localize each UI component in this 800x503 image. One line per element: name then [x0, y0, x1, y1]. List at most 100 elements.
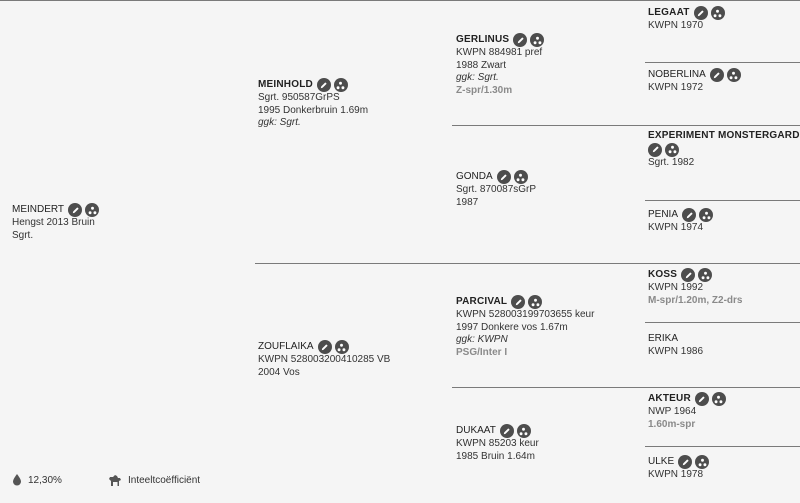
horse-info: Sgrt. 870087sGrP — [456, 184, 537, 195]
horse-experiment-monstergard: EXPERIMENT MONSTERGARD Sgrt. 1982 — [648, 130, 800, 169]
horse-gonda: GONDA Sgrt. 870087sGrP 1987 — [456, 170, 536, 209]
horse-dukaat: DUKAAT KWPN 85203 keur 1985 Bruin 1.64m — [456, 424, 539, 463]
horse-info: 1988 Zwart — [456, 59, 507, 71]
horse-noberlina: NOBERLINA KWPN 1972 — [648, 68, 744, 95]
family-tree-icon[interactable] — [528, 295, 543, 309]
divider-line — [0, 0, 800, 1]
family-tree-icon[interactable] — [85, 203, 100, 217]
horse-zouflaika: ZOUFLAIKA KWPN 528003200410285 VB 2004 V… — [258, 340, 390, 379]
family-tree-icon[interactable] — [516, 424, 531, 438]
pencil-icon[interactable] — [317, 340, 332, 354]
pencil-icon[interactable] — [694, 392, 709, 406]
horse-info: Hengst 2013 Bruin — [12, 217, 95, 228]
horse-name[interactable]: MEINHOLD — [258, 78, 313, 90]
pencil-icon[interactable] — [648, 142, 662, 157]
horse-name[interactable]: DUKAAT — [456, 424, 496, 436]
horse-info: KWPN 85203 keur — [456, 438, 539, 449]
inbreeding-stat[interactable]: Inteeltcoëfficiënt — [108, 474, 200, 487]
pencil-icon[interactable] — [693, 6, 708, 20]
divider-line — [645, 446, 800, 447]
horse-legaat: LEGAAT KWPN 1970 — [648, 6, 728, 33]
horse-ulke: ULKE KWPN 1978 — [648, 455, 712, 482]
family-tree-icon[interactable] — [530, 33, 545, 47]
horse-koss: KOSS KWPN 1992 M-spr/1.20m, Z2-drs — [648, 268, 742, 307]
divider-line — [255, 263, 800, 264]
horse-info: KWPN 1970 — [648, 20, 704, 31]
horse-erika: ERIKA KWPN 1986 — [648, 333, 703, 358]
horse-sport: PSG/Inter I — [456, 346, 508, 358]
horse-meinhold: MEINHOLD Sgrt. 950587GrPS 1995 Donkerbru… — [258, 78, 368, 130]
pencil-icon[interactable] — [511, 295, 526, 309]
family-tree-icon[interactable] — [665, 142, 679, 157]
horse-name[interactable]: GONDA — [456, 170, 493, 182]
horse-name[interactable]: ULKE — [648, 455, 675, 467]
horse-name[interactable]: GERLINUS — [456, 33, 510, 45]
family-tree-icon[interactable] — [695, 455, 710, 469]
family-tree-icon[interactable] — [698, 268, 713, 282]
horse-info: NWP 1964 — [648, 406, 697, 417]
percentage-stat: 12,30% — [12, 474, 62, 486]
horse-name[interactable]: NOBERLINA — [648, 68, 706, 80]
pencil-icon[interactable] — [678, 455, 693, 469]
divider-line — [645, 62, 800, 63]
horse-info: KWPN 884981 pref — [456, 47, 543, 58]
horse-info: KWPN 1978 — [648, 469, 704, 480]
pencil-icon[interactable] — [681, 268, 696, 282]
horse-name[interactable]: ERIKA — [648, 333, 679, 344]
horse-parcival: PARCIVAL KWPN 528003199703655 keur 1997 … — [456, 295, 594, 359]
pencil-icon[interactable] — [709, 68, 724, 82]
divider-line — [645, 322, 800, 323]
pencil-icon[interactable] — [496, 170, 511, 184]
family-tree-icon[interactable] — [726, 68, 741, 82]
horse-info: 1987 — [456, 196, 479, 208]
horse-studbook: ggk: Sgrt. — [258, 117, 301, 128]
family-tree-icon[interactable] — [513, 170, 528, 184]
horse-info: 1997 Donkere vos 1.67m — [456, 321, 568, 333]
pencil-icon[interactable] — [513, 33, 528, 47]
horse-name[interactable]: EXPERIMENT MONSTERGARD — [648, 130, 800, 141]
horse-name[interactable]: AKTEUR — [648, 392, 691, 404]
horse-studbook: ggk: KWPN — [456, 334, 508, 345]
horse-info: Sgrt. 950587GrPS — [258, 92, 340, 103]
horse-info: KWPN 1972 — [648, 82, 704, 93]
drop-icon — [13, 474, 21, 486]
horse-name[interactable]: KOSS — [648, 268, 678, 280]
inbreeding-label[interactable]: Inteeltcoëfficiënt — [128, 475, 201, 486]
horse-info: KWPN 1974 — [648, 222, 704, 233]
family-tree-icon[interactable] — [333, 78, 348, 92]
pencil-icon[interactable] — [682, 208, 697, 222]
horse-sport: M-spr/1.20m, Z2-drs — [648, 294, 743, 306]
horse-sport: 1.60m-spr — [648, 418, 696, 430]
horse-info: KWPN 528003199703655 keur — [456, 309, 595, 320]
horse-info: KWPN 1992 — [648, 282, 704, 293]
horse-info: KWPN 1986 — [648, 345, 704, 357]
horse-penia: PENIA KWPN 1974 — [648, 208, 716, 235]
horse-gerlinus: GERLINUS KWPN 884981 pref 1988 Zwart ggk… — [456, 33, 547, 97]
horse-icon — [109, 475, 121, 486]
horse-name[interactable]: PARCIVAL — [456, 295, 508, 307]
horse-info: KWPN 528003200410285 VB — [258, 354, 391, 365]
family-tree-icon[interactable] — [711, 392, 726, 406]
percentage-value: 12,30% — [28, 474, 62, 486]
horse-name[interactable]: MEINDERT — [12, 203, 65, 215]
pencil-icon[interactable] — [499, 424, 514, 438]
divider-line — [452, 125, 800, 126]
horse-akteur: AKTEUR NWP 1964 1.60m-spr — [648, 392, 729, 431]
horse-name[interactable]: LEGAAT — [648, 6, 690, 18]
family-tree-icon[interactable] — [710, 6, 725, 20]
horse-info: 2004 Vos — [258, 366, 300, 378]
divider-line — [645, 200, 800, 201]
horse-sport: Z-spr/1.30m — [456, 84, 513, 96]
horse-info: 1985 Bruin 1.64m — [456, 450, 535, 462]
divider-line — [452, 387, 800, 388]
horse-name[interactable]: ZOUFLAIKA — [258, 340, 314, 352]
horse-info: Sgrt. — [12, 229, 34, 241]
family-tree-icon[interactable] — [699, 208, 714, 222]
horse-studbook: ggk: Sgrt. — [456, 72, 499, 83]
horse-info: 1995 Donkerbruin 1.69m — [258, 104, 369, 116]
horse-meindert: MEINDERT Hengst 2013 Bruin Sgrt. — [12, 203, 102, 242]
horse-name[interactable]: PENIA — [648, 208, 679, 220]
family-tree-icon[interactable] — [334, 340, 349, 354]
pencil-icon[interactable] — [316, 78, 331, 92]
pencil-icon[interactable] — [68, 203, 83, 217]
